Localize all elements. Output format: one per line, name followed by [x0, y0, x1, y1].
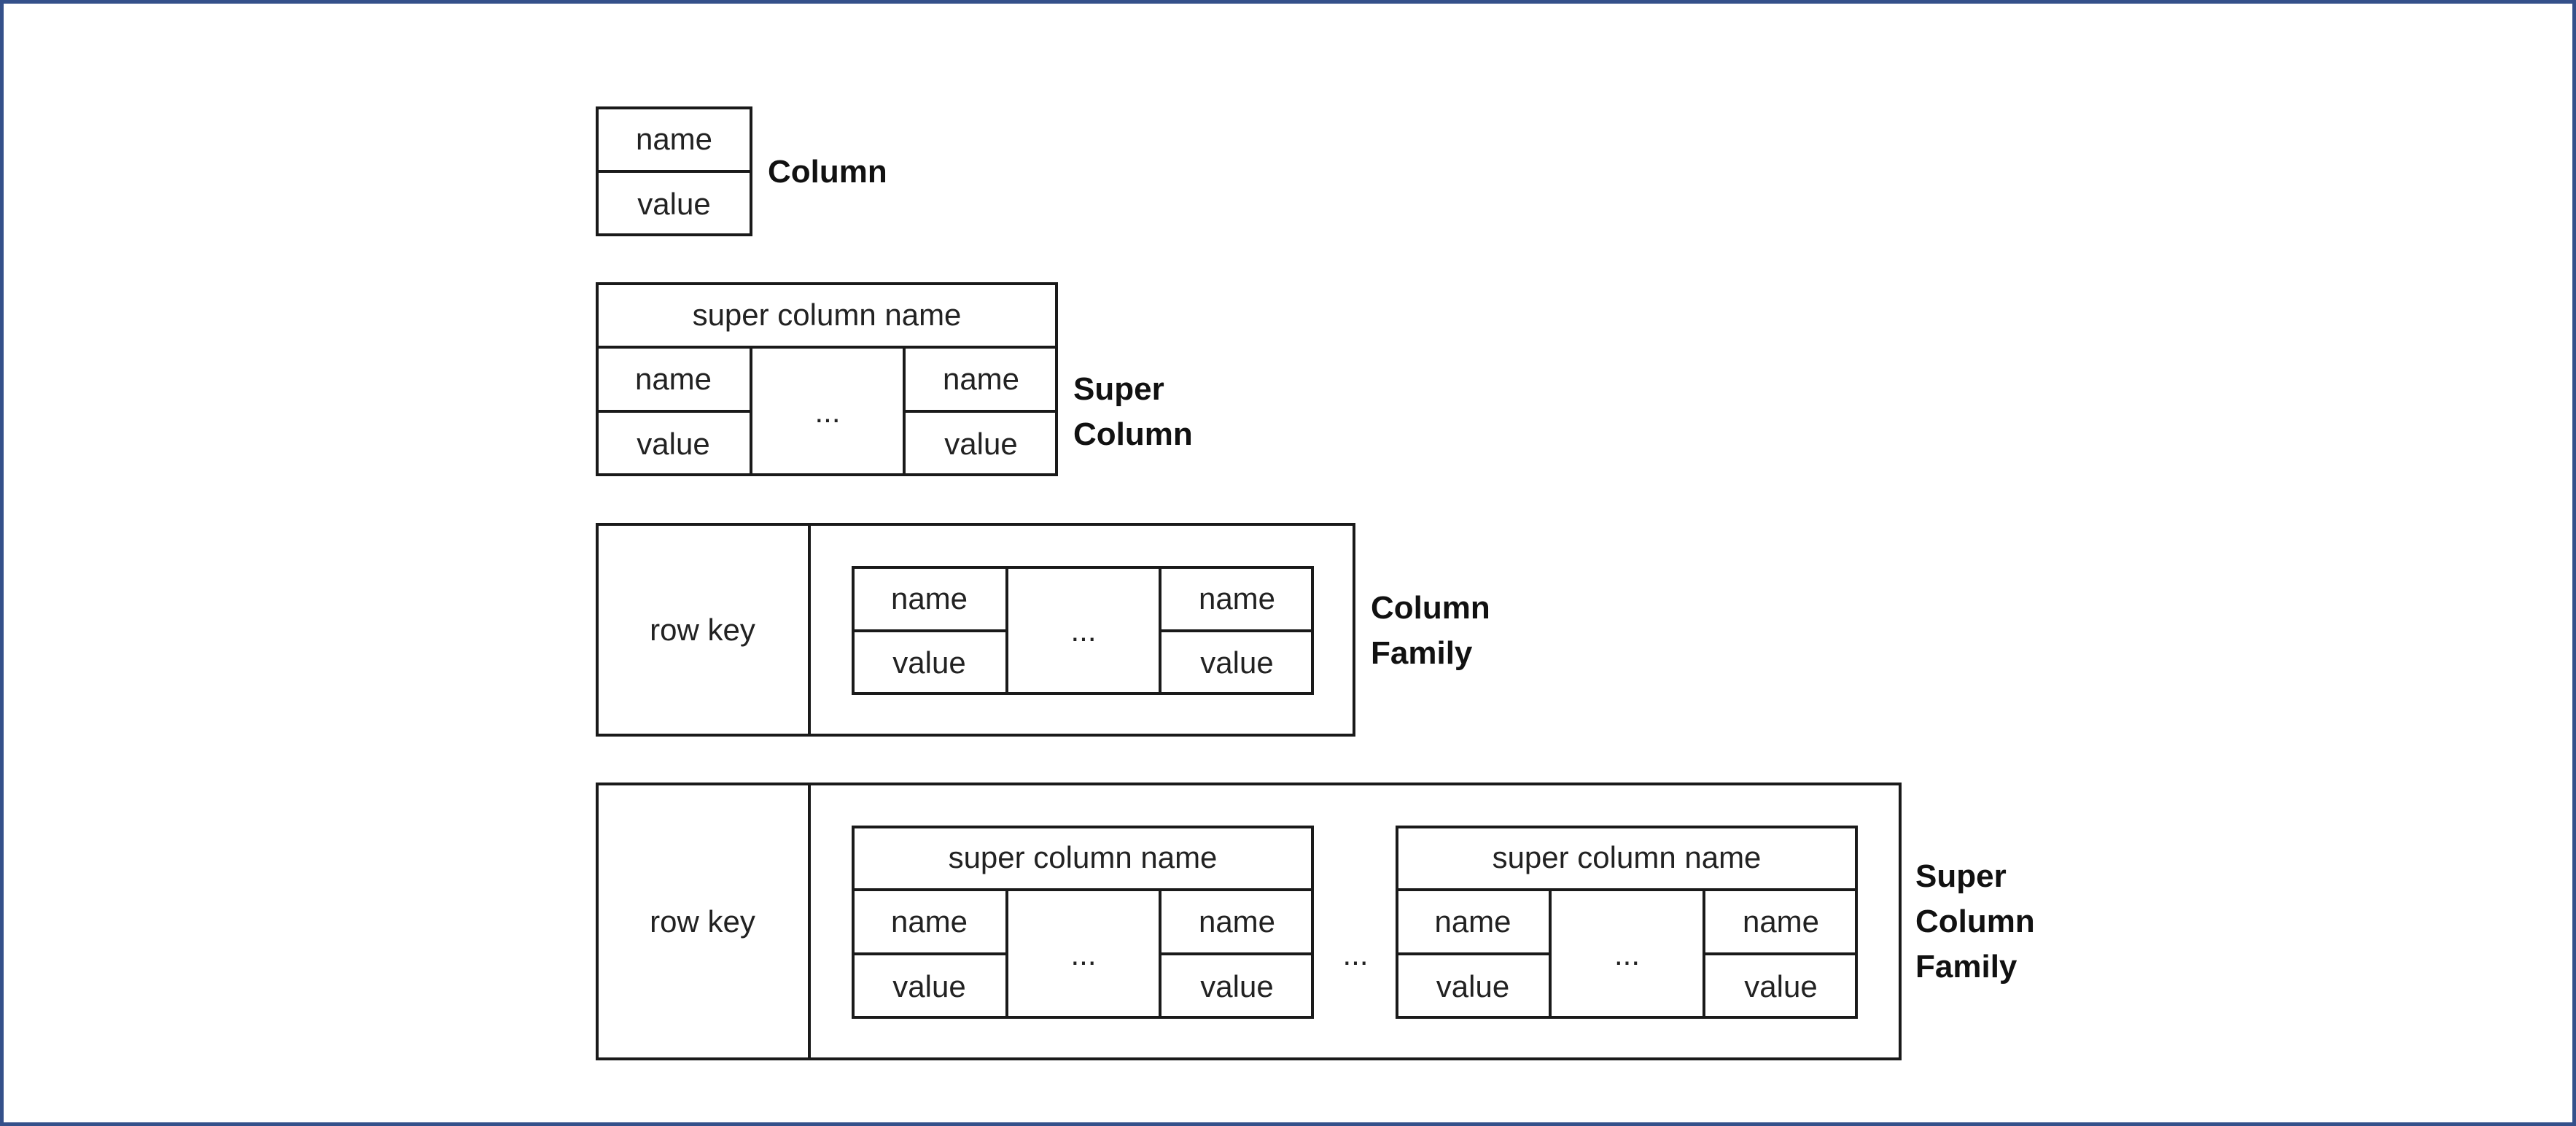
super-column-ellipsis: ...: [814, 394, 841, 429]
column-family-name-right: name: [1198, 581, 1276, 616]
super-column-left-split: [596, 410, 751, 413]
column-label: Column: [768, 154, 887, 190]
sc2-ellipsis: ...: [1614, 936, 1640, 971]
sc2-value-left: value: [1436, 968, 1510, 1003]
sc1-header: super column name: [948, 840, 1218, 874]
super-column-family-outer-ellipsis: ...: [1342, 936, 1369, 971]
super-column-family-rowkey-divider: [808, 783, 811, 1060]
super-column-name-left: name: [634, 362, 712, 396]
super-column-header: super column name: [692, 297, 962, 332]
super-column-value-left: value: [637, 426, 710, 461]
sc2-name-left: name: [1434, 904, 1511, 939]
column-divider: [596, 170, 752, 173]
sc2-divider-left: [1549, 888, 1552, 1019]
sc1-name-left: name: [890, 904, 968, 939]
sc1-header-divider: [852, 888, 1314, 891]
sc2-name-right: name: [1742, 904, 1820, 939]
sc1-name-right: name: [1198, 904, 1276, 939]
column-family-value-left: value: [892, 645, 966, 680]
column-family-row-key: row key: [650, 612, 755, 647]
sc2-header-divider: [1396, 888, 1858, 891]
column-name-cell: name: [635, 121, 713, 156]
column-value-cell: value: [637, 186, 711, 221]
column-family-name-left: name: [890, 581, 968, 616]
super-column-value-right: value: [944, 426, 1018, 461]
column-family-right-split: [1159, 629, 1314, 632]
sc1-right-split: [1159, 952, 1314, 955]
super-column-right-split: [903, 410, 1058, 413]
sc1-divider-left: [1005, 888, 1008, 1019]
sc1-left-split: [852, 952, 1007, 955]
sc1-value-left: value: [892, 968, 966, 1003]
column-family-value-right: value: [1200, 645, 1274, 680]
sc1-ellipsis: ...: [1070, 936, 1097, 971]
sc1-value-right: value: [1200, 968, 1274, 1003]
column-family-left-split: [852, 629, 1007, 632]
super-column-family-sc2-box: [1396, 826, 1858, 1019]
column-family-label: Column Family: [1371, 590, 1490, 671]
super-column-family-sc1-box: [852, 826, 1314, 1019]
super-column-family-label: Super Column Family: [1915, 858, 2035, 985]
sc2-left-split: [1396, 952, 1550, 955]
sc2-value-right: value: [1744, 968, 1818, 1003]
super-column-name-right: name: [942, 362, 1020, 396]
super-column-family-row-key: row key: [650, 904, 755, 939]
super-column-label: Super Column: [1073, 371, 1193, 452]
sc2-right-split: [1703, 952, 1858, 955]
super-column-header-divider: [596, 346, 1058, 349]
column-family-rowkey-divider: [808, 523, 811, 737]
super-column-box: [596, 282, 1058, 476]
column-family-ellipsis: ...: [1070, 613, 1097, 648]
super-column-divider-left: [750, 346, 752, 476]
sc2-header: super column name: [1492, 840, 1762, 874]
column-family-divider-left: [1005, 566, 1008, 695]
